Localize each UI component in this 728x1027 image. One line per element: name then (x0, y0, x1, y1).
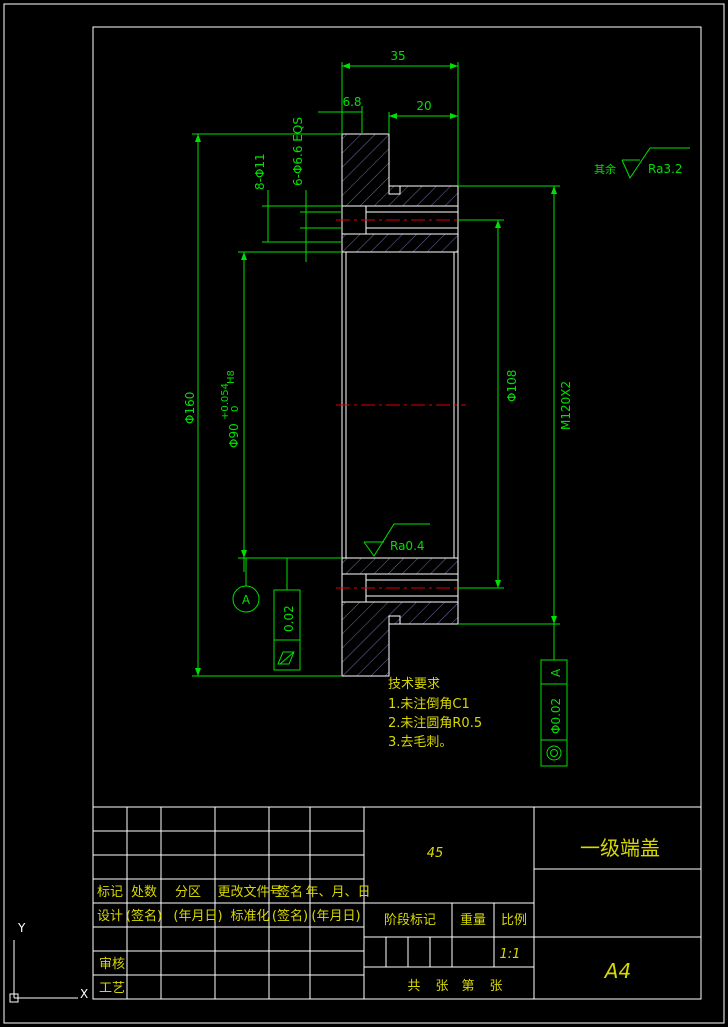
dim-flange-width: 20 (416, 99, 431, 113)
ucs-x: X (80, 987, 88, 1001)
tech-item-1: 1.未注倒角C1 (388, 697, 470, 712)
dim-inner-dia: Φ108 (505, 370, 519, 402)
flatness-frame (273, 558, 301, 671)
dim-bore-base: Φ90 (227, 423, 241, 448)
dim-bore-upper-tol: +0.054 (220, 383, 231, 420)
hdr-mark: 标记 (97, 885, 123, 900)
design-date: (年月日) (173, 909, 222, 924)
material: 45 (427, 846, 444, 861)
stage-label: 阶段标记 (384, 913, 436, 928)
dim-bore-lower-tol: 0 (230, 406, 241, 412)
dim-outer-dia: Φ160 (183, 392, 197, 424)
sheets-current-prefix: 第 (461, 979, 474, 994)
standard-label: 标准化 (230, 909, 269, 924)
flatness-value: 0.02 (282, 605, 296, 632)
hdr-sign: 签名 (277, 884, 303, 900)
roughness-prefix: 其余 (594, 162, 616, 176)
tech-title: 技术要求 (388, 677, 440, 692)
process-label: 工艺 (99, 981, 125, 996)
dim-counterbore: 8-Φ11 (253, 153, 267, 190)
dim-holes-eqs: 6-Φ6.6 EQS (291, 117, 305, 186)
tech-item-3: 3.去毛刺。 (388, 735, 452, 750)
drawing-frame (92, 26, 702, 1000)
roughness-general: Ra3.2 (648, 162, 683, 176)
hdr-change-doc: 更改文件号 (217, 885, 282, 900)
title-block (93, 806, 701, 999)
sheet-border (3, 3, 725, 1024)
dim-bore-fit: H8 (226, 370, 237, 384)
ucs-y: Y (17, 921, 26, 935)
sheet-size: A4 (603, 959, 631, 983)
roughness-bore: Ra0.4 (390, 539, 425, 553)
review-label: 审核 (99, 957, 125, 972)
hdr-zone: 分区 (175, 885, 201, 900)
concentricity-frame (540, 624, 568, 767)
ucs-icon (9, 940, 78, 1003)
dim-width-total: 35 (390, 49, 405, 63)
bore-roughness-symbol (363, 523, 430, 557)
weight-label: 重量 (460, 912, 486, 928)
part-name: 一级端盖 (580, 836, 660, 860)
general-roughness-symbol (621, 147, 690, 180)
datum-symbol (232, 557, 260, 613)
hdr-count: 处数 (131, 885, 157, 900)
scale-value: 1:1 (500, 947, 521, 962)
datum-label: A (242, 593, 251, 607)
sheets-total-suffix: 张 (435, 979, 448, 994)
part-section (336, 133, 466, 677)
design-label: 设计 (97, 909, 123, 924)
sheets-total-prefix: 共 (407, 979, 420, 994)
design-sign: (签名) (126, 908, 162, 924)
tech-item-2: 2.未注圆角R0.5 (388, 716, 482, 731)
scale-label: 比例 (501, 913, 527, 928)
dimension-lines (192, 62, 560, 677)
concentricity-datum: A (549, 668, 563, 677)
standard-sign: (签名) (272, 908, 308, 924)
concentricity-value: Φ0.02 (549, 698, 563, 734)
standard-date: (年月日) (311, 909, 360, 924)
dim-step-width: 6.8 (342, 95, 361, 109)
hdr-date: 年、月、日 (305, 885, 370, 900)
sheets-current-suffix: 张 (489, 979, 502, 994)
dim-thread: M120X2 (559, 381, 573, 430)
